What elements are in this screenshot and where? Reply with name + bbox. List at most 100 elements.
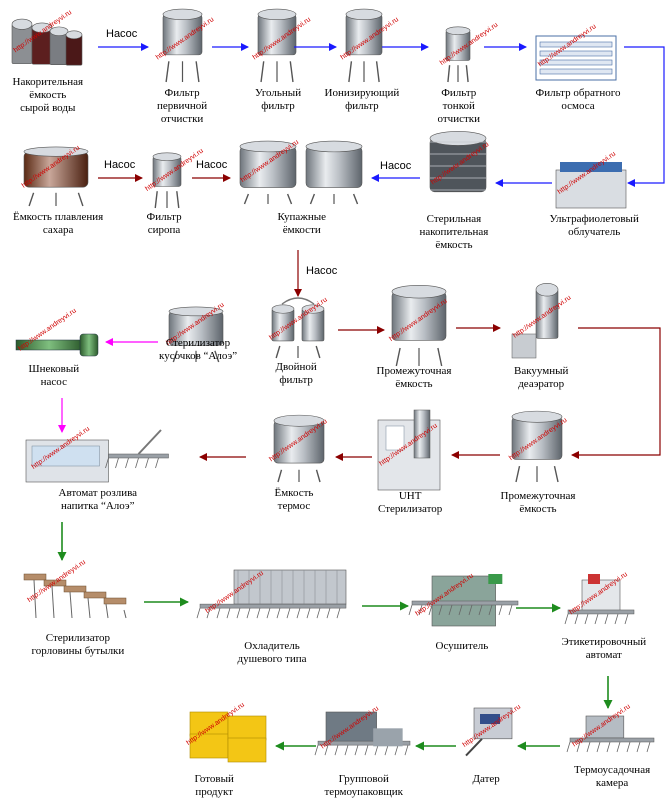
label-line: Фильтр обратного xyxy=(535,87,621,99)
label-line: Шнековый xyxy=(28,363,80,375)
bottle-neck-sterilizer-icon: http://www.andreyvi.ru xyxy=(23,559,127,619)
heat-shrink-tunnel-icon: http://www.andreyvi.ru xyxy=(566,703,655,753)
label-line: Промежуточная xyxy=(376,365,452,377)
intermediate-tank-icon: http://www.andreyvi.ru xyxy=(388,284,449,367)
label-line: ёмкости xyxy=(282,224,321,236)
label-line: первичной xyxy=(157,100,208,112)
dryer-label: Осушитель xyxy=(436,640,489,653)
label-line: термоупаковщик xyxy=(324,786,404,798)
label-line: Угольный xyxy=(255,87,302,99)
label-line: сахара xyxy=(42,224,74,236)
label-line: фильтр xyxy=(261,100,295,112)
label-line: Готовый xyxy=(194,773,234,785)
label-line: Датер xyxy=(472,773,500,785)
ionizing-filter-icon: http://www.andreyvi.ru xyxy=(340,8,400,83)
label-line: Ёмкость xyxy=(274,487,314,499)
screw-pump-icon: http://www.andreyvi.ru xyxy=(15,307,99,357)
label-line: Ёмкость плавления xyxy=(13,211,104,223)
label-line: Стерильная xyxy=(426,213,482,225)
label-line: фильтр xyxy=(345,100,379,112)
label-line: ёмкость xyxy=(29,89,67,101)
pump-label: Насос xyxy=(380,160,412,172)
label-line: фильтр xyxy=(279,374,313,386)
label-line: термос xyxy=(277,500,311,512)
flow-arrow xyxy=(624,46,665,187)
label-line: Двойной xyxy=(275,361,317,373)
label-line: Ионизирующий xyxy=(324,87,400,99)
label-line: Накорительная xyxy=(12,76,84,88)
label-line: Стерилизатор xyxy=(378,503,443,515)
dater-label: Датер xyxy=(473,773,500,786)
pump-label: Насос xyxy=(106,28,138,40)
label-line: сиропа xyxy=(147,224,181,236)
label-line: Автомат розлива xyxy=(58,487,138,499)
date-printer-icon: http://www.andreyvi.ru xyxy=(462,704,522,757)
label-line: автомат xyxy=(585,649,622,661)
reverse-osmosis-icon: http://www.andreyvi.ru xyxy=(535,23,617,81)
filling-machine-icon: http://www.andreyvi.ru xyxy=(25,426,169,483)
label-line: Вакуумный xyxy=(514,365,569,377)
raw-water-tanks-icon: http://www.andreyvi.ru xyxy=(11,9,83,66)
label-line: Стерилизатор xyxy=(165,337,231,349)
label-line: Фильтр xyxy=(441,87,477,99)
thermos-tank-icon: http://www.andreyvi.ru xyxy=(268,414,329,483)
sterile-storage-tank-icon: http://www.andreyvi.ru xyxy=(429,131,490,193)
label-line: осмоса xyxy=(561,100,595,112)
label-line: Термоусадочная xyxy=(574,764,651,776)
label-line: напитка “Алоэ” xyxy=(60,500,135,512)
uht-sterilizer-icon: http://www.andreyvi.ru xyxy=(377,409,441,491)
aloe-sterilizer-icon: http://www.andreyvi.ru xyxy=(165,302,226,363)
label-line: душевого типа xyxy=(237,653,307,665)
dryer-icon: http://www.andreyvi.ru xyxy=(408,572,519,627)
label-line: кусочков “Алоэ” xyxy=(159,350,238,362)
uv-sterilizer-icon: http://www.andreyvi.ru xyxy=(555,151,627,209)
label-line: UHT xyxy=(398,490,422,502)
label-line: продукт xyxy=(195,786,234,798)
fine-filter-icon: http://www.andreyvi.ru xyxy=(439,22,499,83)
double-filter-icon: http://www.andreyvi.ru xyxy=(268,296,329,359)
carbon-filter-icon: http://www.andreyvi.ru xyxy=(252,8,312,83)
label-line: Этикетировочный xyxy=(561,636,647,648)
pump-label: Насос xyxy=(104,159,136,171)
label-line: Групповой xyxy=(338,773,389,785)
label-line: камера xyxy=(595,777,629,789)
sugar-melting-tank-icon: http://www.andreyvi.ru xyxy=(21,144,89,207)
label-line: Ультрафиолетовый xyxy=(549,213,639,225)
label-line: Фильтр xyxy=(146,211,182,223)
label-line: деаэратор xyxy=(518,378,565,390)
label-line: горловины бутылки xyxy=(31,645,125,657)
label-line: Стерилизатор xyxy=(45,632,111,644)
blending-tanks-icon: http://www.andreyvi.ru xyxy=(240,139,363,205)
label-line: Осушитель xyxy=(435,640,489,652)
primary-filter-icon: http://www.andreyvi.ru xyxy=(155,8,215,83)
label-line: сырой воды xyxy=(20,102,76,114)
label-line: Охладитель xyxy=(244,640,300,652)
flow-arrow xyxy=(571,327,661,459)
label-line: отчистки xyxy=(437,113,481,125)
group-shrink-packer-icon: http://www.andreyvi.ru xyxy=(314,705,411,756)
vacuum-deaerator-icon: http://www.andreyvi.ru xyxy=(511,282,573,359)
